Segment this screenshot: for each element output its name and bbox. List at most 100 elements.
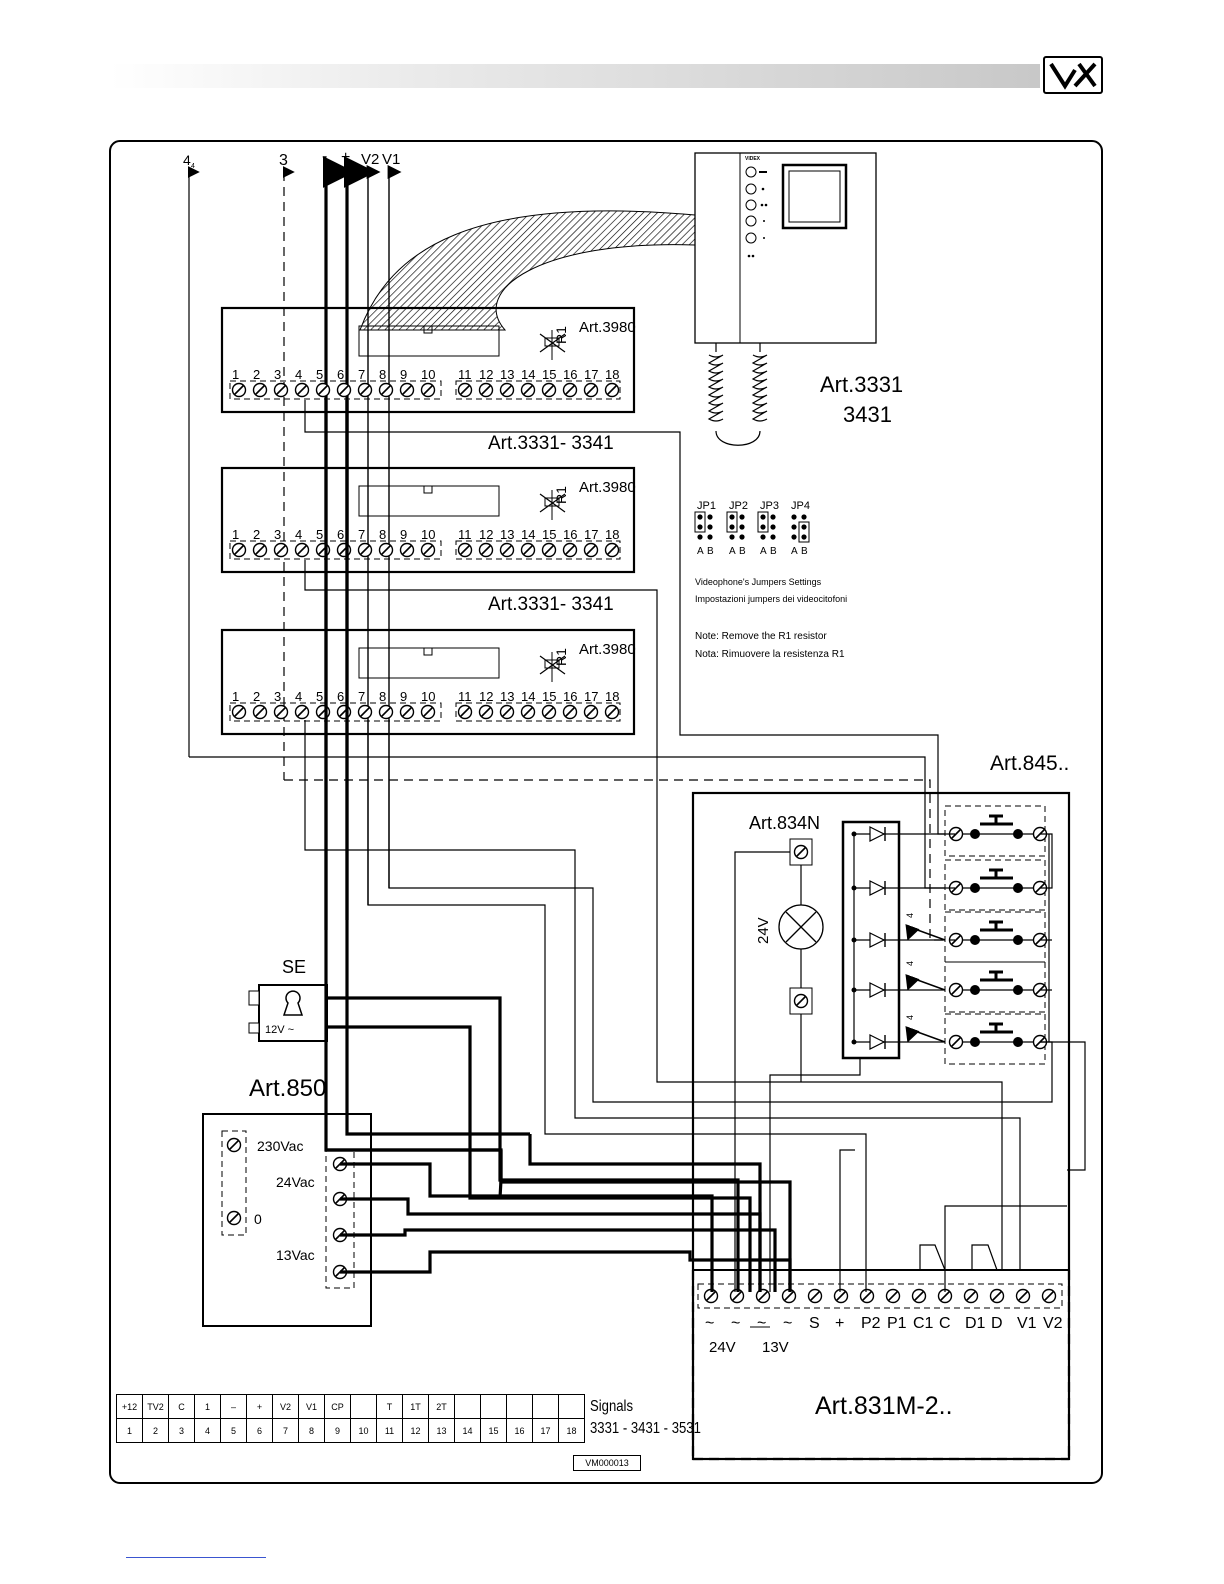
svg-text:13Vac: 13Vac <box>276 1247 315 1263</box>
terminal-number: 10 <box>421 527 435 542</box>
terminal-number: 9 <box>400 527 407 542</box>
signal-number-cell: 3 <box>168 1418 195 1443</box>
lock-label: SE <box>282 957 306 977</box>
push-button-2[interactable] <box>944 859 1048 911</box>
amp-terminal-label: ~ <box>705 1315 714 1332</box>
svg-text:A: A <box>791 546 798 557</box>
signal-number-cell: 7 <box>272 1418 299 1443</box>
signal-number-cell: 4 <box>194 1418 221 1443</box>
amp-terminal-label: ~ <box>731 1315 740 1332</box>
signals-label-line2: 3331 - 3431 - 3531 <box>590 1420 701 1437</box>
push-button-1[interactable] <box>944 805 1048 857</box>
svg-text:JP2: JP2 <box>729 500 748 512</box>
top-labels: 4 4 3 - + V2 V1 <box>183 148 400 170</box>
signal-number-cell: 18 <box>558 1418 585 1443</box>
push-button-4[interactable] <box>944 961 1048 1013</box>
svg-text:JP3: JP3 <box>760 500 779 512</box>
terminal-number: 12 <box>479 527 493 542</box>
diode-board: 4 4 4 <box>841 820 946 1060</box>
terminal-number: 16 <box>563 689 577 704</box>
terminal-number: 2 <box>253 689 260 704</box>
note-it: Nota: Rimuovere la resistenza R1 <box>695 649 845 660</box>
signal-number-cell: 6 <box>246 1418 273 1443</box>
svg-text:JP4: JP4 <box>791 500 810 512</box>
signal-cell <box>350 1394 377 1419</box>
svg-text:4: 4 <box>905 961 915 966</box>
board-art: Art.3980 <box>579 319 636 336</box>
terminal-number: 4 <box>295 689 302 704</box>
amp-terminal-label: ~ <box>757 1315 766 1332</box>
amp-terminal-label: P2 <box>861 1315 881 1332</box>
signal-cell <box>532 1394 559 1419</box>
terminal-number: 15 <box>542 367 556 382</box>
signal-cell: C <box>168 1394 195 1419</box>
terminal-number: 2 <box>253 367 260 382</box>
drawing-code: VM000013 <box>573 1455 641 1471</box>
main-enclosure <box>691 791 1071 1461</box>
jumper-caption-it: Impostazioni jumpers dei videocitofoni <box>695 594 847 604</box>
terminal-number: 7 <box>358 527 365 542</box>
terminal-number: 7 <box>358 367 365 382</box>
terminal-number: 15 <box>542 689 556 704</box>
terminal-number: 18 <box>605 689 619 704</box>
amp-terminal-label: V2 <box>1043 1315 1063 1332</box>
label-plus: + <box>341 149 350 166</box>
svg-text:A: A <box>697 546 704 557</box>
svg-text:4: 4 <box>905 1015 915 1020</box>
terminal-number: 1 <box>232 367 239 382</box>
signal-number-cell: 12 <box>402 1418 429 1443</box>
label-3: 3 <box>279 152 288 169</box>
signal-number-cell: 10 <box>350 1418 377 1443</box>
terminal-number: 11 <box>458 367 472 382</box>
svg-text:A: A <box>729 546 736 557</box>
svg-text:B: B <box>801 546 808 557</box>
signals-label-line1: Signals <box>590 1398 634 1415</box>
amp-terminal-label: D <box>991 1315 1003 1332</box>
monitor-brand: VIDEX <box>745 156 761 162</box>
terminal-number: 17 <box>584 367 598 382</box>
amp-terminal-label: C <box>939 1315 951 1332</box>
push-button-5[interactable] <box>944 1013 1048 1065</box>
terminal-number: 11 <box>458 689 472 704</box>
signal-number-cell: 1 <box>116 1418 143 1443</box>
jumper-caption-en: Videophone's Jumpers Settings <box>695 577 822 587</box>
terminal-number: 12 <box>479 689 493 704</box>
signal-cell: V2 <box>272 1394 299 1419</box>
terminal-number: 8 <box>379 527 386 542</box>
signal-cell: – <box>220 1394 247 1419</box>
board-caption-2: Art.3331- 3341 <box>488 594 614 615</box>
light-unit: Art.834N 24V <box>749 813 824 1015</box>
terminal-number: 10 <box>421 367 435 382</box>
signal-number-cell: 17 <box>532 1418 559 1443</box>
terminal-number: 11 <box>458 527 472 542</box>
terminal-number: 8 <box>379 367 386 382</box>
signal-cell <box>506 1394 533 1419</box>
monitor-model-1: Art.3331 <box>820 372 903 397</box>
terminal-number: 3 <box>274 689 281 704</box>
terminal-number: 9 <box>400 367 407 382</box>
signal-number-cell: 9 <box>324 1418 351 1443</box>
push-button-3[interactable] <box>944 911 1048 963</box>
terminal-number: 5 <box>316 527 323 542</box>
amp-terminal-label: + <box>835 1315 844 1332</box>
terminal-number: 6 <box>337 367 344 382</box>
terminal-number: 8 <box>379 689 386 704</box>
terminal-number: 3 <box>274 527 281 542</box>
outer-frame <box>109 140 1103 1484</box>
signal-number-cell: 16 <box>506 1418 533 1443</box>
board-art: Art.3980 <box>579 641 636 658</box>
signal-cell: +12 <box>116 1394 143 1419</box>
terminal-number: 15 <box>542 527 556 542</box>
label-4-sub: 4 <box>191 163 195 170</box>
electric-lock: SE 12V ~ <box>248 957 328 1042</box>
monitor-model-2: 3431 <box>843 402 892 427</box>
label-v1: V1 <box>382 151 400 168</box>
signal-cell <box>454 1394 481 1419</box>
signal-number-cell: 15 <box>480 1418 507 1443</box>
terminal-number: 10 <box>421 689 435 704</box>
svg-text:B: B <box>770 546 777 557</box>
